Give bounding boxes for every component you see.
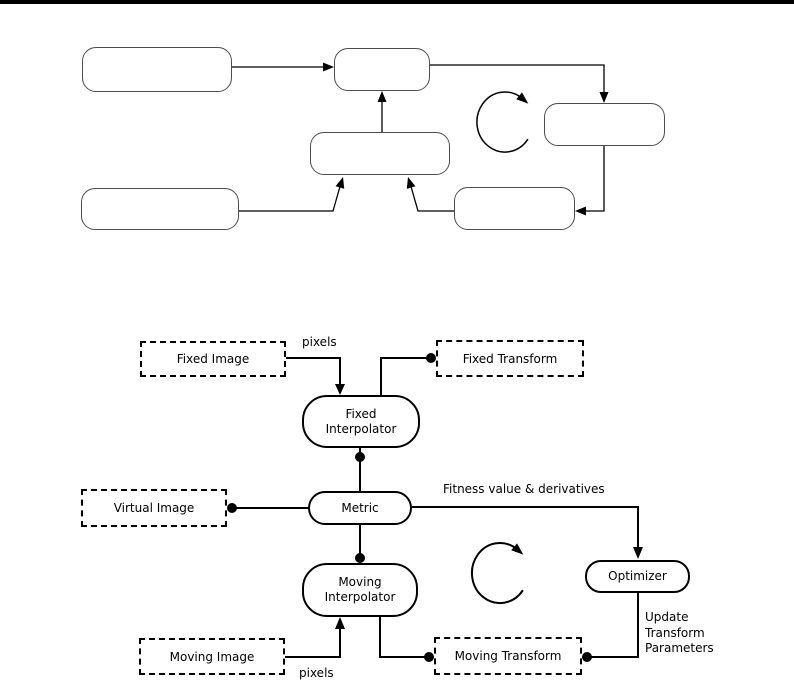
bottom-diagram-edges xyxy=(232,357,639,658)
node-fixed-transform: Fixed Transform xyxy=(436,340,584,377)
node-label: Moving Image xyxy=(169,649,255,664)
edge-label-update-parameters: Update Transform Parameters xyxy=(645,610,714,655)
arrowhead-f-into-d xyxy=(406,177,416,189)
connector-dot-fixed-interpolator xyxy=(355,452,365,462)
loop-circle xyxy=(470,542,524,604)
page-top-rule xyxy=(0,0,794,4)
loop-arrow-icon xyxy=(476,91,529,153)
loop-arrow-icon xyxy=(470,542,524,604)
node-label: Fixed Interpolator xyxy=(325,406,397,436)
connector-dot-moving-interpolator xyxy=(355,553,365,563)
node-label: Metric xyxy=(341,500,379,515)
connector-dot-fixed-transform xyxy=(426,353,436,363)
arrowhead-e-into-d xyxy=(335,177,345,189)
node-optimizer: Optimizer xyxy=(585,560,690,593)
arrowhead-into-movinginterpolator-bottom xyxy=(335,617,345,629)
edge-label-pixels-bottom: pixels xyxy=(299,666,334,680)
arrowhead-into-b-left xyxy=(323,62,334,72)
edge-fixedimage-to-fixedinterpolator xyxy=(286,357,341,384)
arrowhead-into-fixedinterpolator-top xyxy=(335,384,345,395)
edge-label-fitness: Fitness value & derivatives xyxy=(443,482,605,496)
top-box-f xyxy=(454,187,575,230)
top-box-e xyxy=(81,188,239,230)
edge-movingimage-to-movinginterpolator xyxy=(285,629,341,658)
connector-dot-virtual-image xyxy=(227,503,237,513)
top-box-c xyxy=(544,103,665,146)
node-moving-transform: Moving Transform xyxy=(434,637,582,675)
connector-dot-moving-transform-left xyxy=(424,652,434,662)
node-label: Moving Transform xyxy=(454,649,562,663)
node-label: Moving Interpolator xyxy=(324,575,396,604)
node-label: Fixed Transform xyxy=(462,351,558,366)
node-moving-image: Moving Image xyxy=(139,638,285,675)
edge-metric-to-optimizer xyxy=(412,506,639,547)
node-fixed-image: Fixed Image xyxy=(140,341,286,377)
edge-e-to-d xyxy=(239,182,342,212)
node-label: Optimizer xyxy=(608,569,667,583)
node-moving-interpolator: Moving Interpolator xyxy=(302,563,418,617)
top-box-a xyxy=(82,47,232,92)
edge-optimizer-to-movingtransform xyxy=(590,593,639,658)
edge-c-to-f xyxy=(584,146,605,212)
edge-movingtransform-to-movinginterpolator xyxy=(379,617,429,658)
arrowhead-into-optimizer-top xyxy=(633,547,643,559)
arrowhead-into-c-top xyxy=(599,92,609,103)
loop-arrowhead xyxy=(516,92,529,104)
node-fixed-interpolator: Fixed Interpolator xyxy=(302,395,420,448)
loop-arrowhead xyxy=(511,543,524,555)
node-label: Virtual Image xyxy=(113,501,195,515)
arrowhead-into-b-bottom xyxy=(377,91,387,102)
arrowhead-into-f-right xyxy=(575,206,586,216)
node-virtual-image: Virtual Image xyxy=(81,489,227,527)
edge-label-pixels-top: pixels xyxy=(302,335,337,349)
edge-fixedtransform-to-fixedinterpolator xyxy=(380,357,429,395)
node-label: Fixed Image xyxy=(176,352,250,366)
connector-dot-moving-transform-right xyxy=(582,652,592,662)
edge-f-to-d xyxy=(409,182,454,212)
top-box-d xyxy=(310,132,450,175)
node-metric: Metric xyxy=(308,491,412,525)
edge-b-to-c xyxy=(430,64,605,94)
loop-circle xyxy=(476,91,529,153)
top-box-b xyxy=(334,48,430,91)
